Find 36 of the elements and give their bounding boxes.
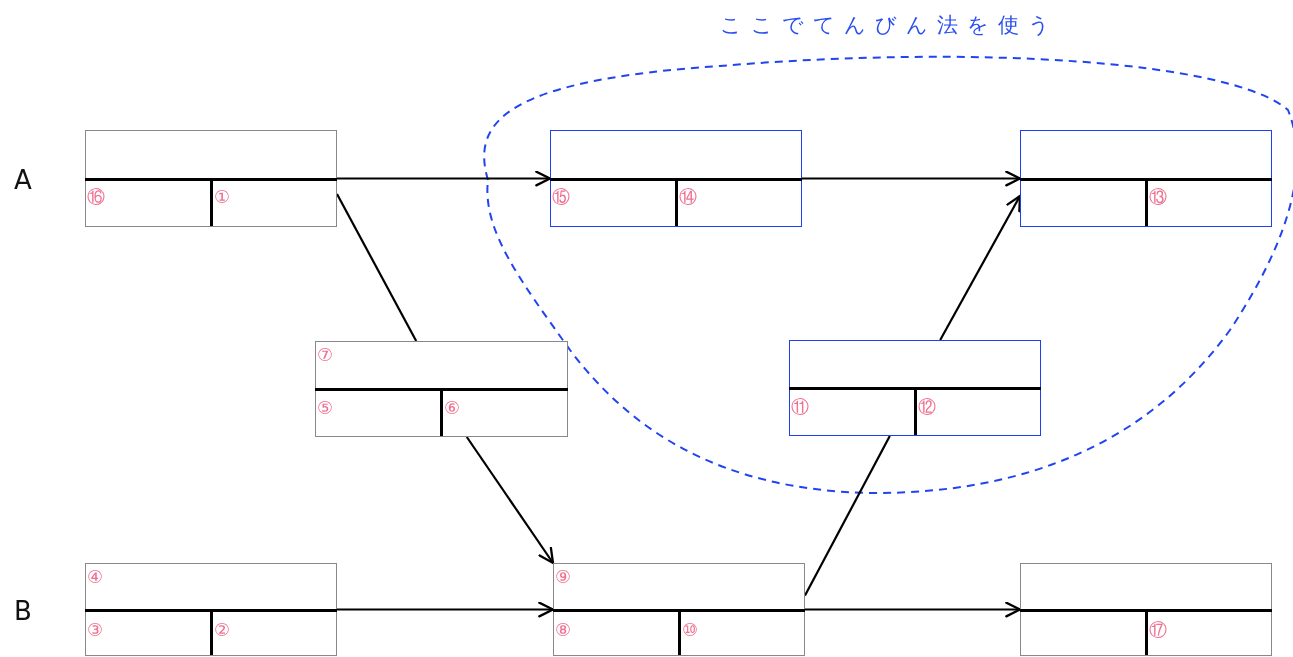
callout-number: ⑰ — [1149, 620, 1167, 640]
arrow — [939, 194, 1022, 341]
row-label: B — [14, 596, 32, 626]
arrow — [802, 170, 1022, 187]
account-box — [553, 563, 805, 656]
arrow — [337, 601, 555, 618]
callout-number: ⑪ — [791, 397, 809, 417]
callout-number: ① — [214, 187, 231, 207]
callout-number: ⑥ — [444, 398, 461, 418]
callout-number: ⑬ — [1149, 187, 1167, 207]
account-box — [315, 341, 568, 437]
connector-line — [804, 435, 891, 597]
callout-number: ⑨ — [555, 567, 572, 587]
callout-number: ⑩ — [682, 620, 699, 640]
callout-number: ⑯ — [87, 187, 105, 207]
account-box — [1020, 563, 1272, 656]
callout-number: ⑤ — [317, 398, 334, 418]
connector-line — [336, 193, 418, 342]
account-box — [550, 130, 802, 227]
callout-number: ② — [214, 620, 231, 640]
callout-number: ⑫ — [918, 397, 936, 417]
callout-number: ⑧ — [555, 620, 572, 640]
account-box — [789, 340, 1041, 436]
callout-number: ⑦ — [317, 345, 334, 365]
callout-number: ⑮ — [552, 187, 570, 207]
account-box — [1020, 130, 1272, 227]
callout-number: ③ — [87, 620, 104, 640]
account-box — [85, 130, 337, 227]
row-label: A — [14, 165, 32, 195]
annotation-heading: ここでてんびん法を使う — [720, 12, 1059, 38]
arrow — [337, 170, 552, 187]
account-box — [85, 563, 337, 656]
callout-number: ⑭ — [679, 187, 697, 207]
arrow — [805, 601, 1022, 618]
callout-number: ④ — [87, 567, 104, 587]
arrow — [465, 436, 555, 565]
